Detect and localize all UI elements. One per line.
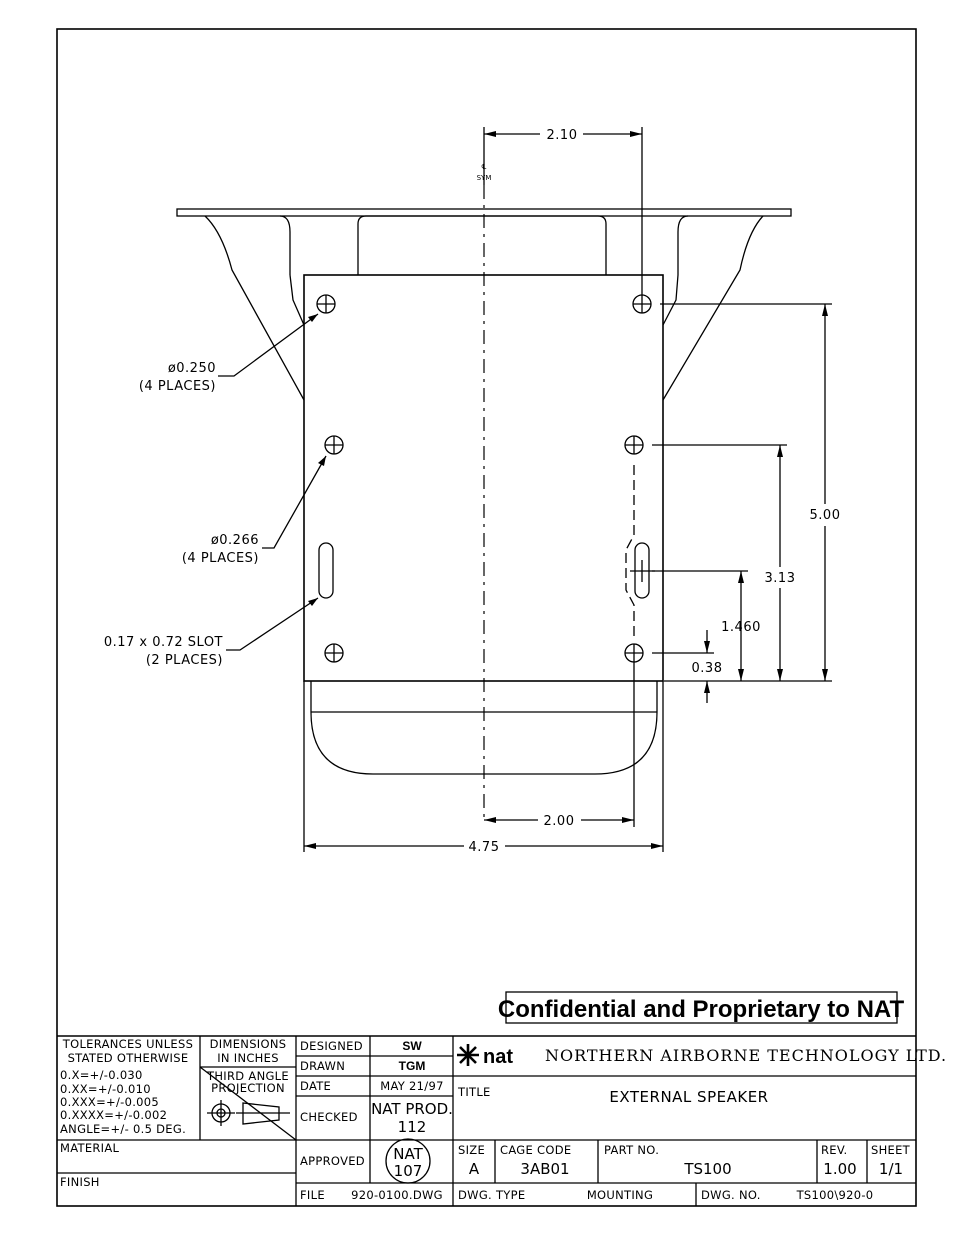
title-label: TITLE (457, 1085, 491, 1099)
designed-value: SW (402, 1039, 422, 1053)
part-value: TS100 (683, 1160, 731, 1178)
centerline-mark: ℄ (482, 163, 487, 171)
dwg-type-label: DWG. TYPE (458, 1188, 525, 1202)
callout-slot-qty: (2 PLACES) (146, 653, 223, 668)
dim-bottom-width: 2.00 (544, 814, 575, 829)
rear-housing (357, 215, 607, 275)
hole-icon (624, 643, 644, 663)
horn-right-outer (662, 215, 764, 401)
drawn-value: TGM (399, 1059, 426, 1073)
speaker-drawing (176, 185, 792, 820)
approved-stamp-1: NAT (393, 1145, 423, 1163)
tolerances-header-2: STATED OTHERWISE (68, 1051, 189, 1065)
title-block-lines (57, 1035, 916, 1206)
hole-icon (624, 435, 644, 455)
part-label: PART NO. (604, 1143, 659, 1157)
dwg-type-value: MOUNTING (587, 1188, 653, 1202)
dim-mid-height: 3.13 (765, 571, 796, 586)
callout-hole2-qty: (4 PLACES) (182, 551, 259, 566)
horn-right-inner (677, 215, 689, 275)
dim-slot-height: 1.460 (721, 620, 761, 635)
finish-label: FINISH (60, 1175, 100, 1189)
dim-bottom-offset: 0.38 (692, 661, 723, 676)
rev-value: 1.00 (823, 1160, 856, 1178)
tolerances-header-1: TOLERANCES UNLESS (62, 1037, 193, 1051)
dimensions (218, 127, 832, 852)
company-logo-text: nat (483, 1046, 513, 1068)
checked-value-2: 112 (398, 1118, 427, 1136)
sheet-value: 1/1 (879, 1160, 903, 1178)
cage-value: 3AB01 (520, 1160, 569, 1178)
horn-left-outer (204, 215, 305, 401)
confidential-notice: Confidential and Proprietary to NAT (498, 996, 905, 1023)
dwg-no-value: TS100\920-0 (796, 1188, 874, 1202)
hole-icon (324, 435, 344, 455)
hole-icon (324, 643, 344, 663)
horn-left-inner (279, 215, 291, 275)
projection-2: PROJECTION (211, 1081, 285, 1095)
tolerance-3: 0.XXX=+/-0.005 (60, 1095, 159, 1109)
tolerance-2: 0.XX=+/-0.010 (60, 1082, 151, 1096)
file-value: 920-0100.DWG (351, 1188, 443, 1202)
approved-label: APPROVED (300, 1154, 365, 1168)
callout-hole2-size: ø0.266 (211, 533, 259, 548)
tolerance-4: 0.XXXX=+/-0.002 (60, 1108, 167, 1122)
dims-header-1: DIMENSIONS (210, 1037, 287, 1051)
designed-label: DESIGNED (300, 1039, 363, 1053)
horn-right-inner-edge (662, 274, 679, 326)
confidential-box (505, 991, 898, 1024)
horn-left-inner-edge (289, 274, 305, 326)
callout-slot-size: 0.17 x 0.72 SLOT (104, 635, 223, 650)
tolerance-5: ANGLE=+/- 0.5 DEG. (60, 1122, 186, 1136)
company-name: NORTHERN AIRBORNE TECHNOLOGY LTD. (545, 1046, 947, 1065)
nat-logo-icon (457, 1044, 479, 1066)
size-label: SIZE (458, 1143, 485, 1157)
dims-header-2: IN INCHES (217, 1051, 279, 1065)
dim-top-width: 2.10 (547, 128, 578, 143)
callout-hole1-size: ø0.250 (168, 361, 216, 376)
projection-1: THIRD ANGLE (206, 1069, 289, 1083)
sheet-label: SHEET (871, 1143, 911, 1157)
approved-stamp-2: 107 (394, 1162, 423, 1180)
cage-label: CAGE CODE (500, 1143, 571, 1157)
date-value: MAY 21/97 (380, 1079, 443, 1093)
file-label: FILE (300, 1188, 325, 1202)
checked-label: CHECKED (300, 1110, 358, 1124)
checked-value-1: NAT PROD. (371, 1100, 453, 1118)
size-value: A (469, 1160, 480, 1178)
sheet-border (56, 28, 917, 1207)
title-value: EXTERNAL SPEAKER (609, 1088, 768, 1106)
hole-icon (316, 294, 336, 314)
dwg-no-label: DWG. NO. (701, 1188, 761, 1202)
tolerance-1: 0.X=+/-0.030 (60, 1068, 143, 1082)
hidden-line (625, 465, 635, 640)
slot-left (318, 542, 334, 599)
date-label: DATE (300, 1079, 331, 1093)
hole-icon (632, 294, 652, 314)
material-label: MATERIAL (60, 1141, 120, 1155)
callout-hole1-qty: (4 PLACES) (139, 379, 216, 394)
approved-stamp (385, 1138, 431, 1184)
centerline-label: SYM (477, 174, 492, 182)
dim-overall-height: 5.00 (810, 508, 841, 523)
rev-label: REV. (821, 1143, 848, 1157)
dim-overall-width: 4.75 (469, 840, 500, 855)
drawn-label: DRAWN (300, 1059, 345, 1073)
